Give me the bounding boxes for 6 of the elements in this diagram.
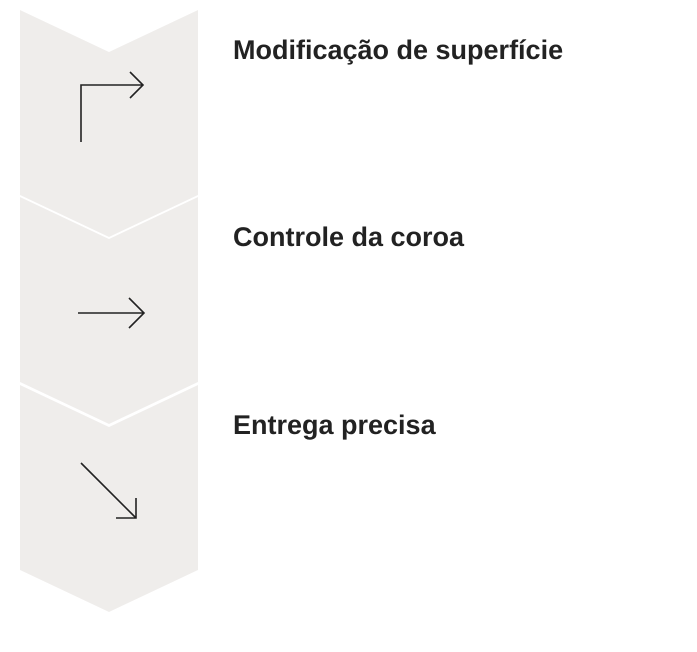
chevron-step	[20, 385, 198, 612]
step-heading: Controle da coroa	[233, 222, 464, 253]
chevron-step	[20, 10, 198, 237]
step-heading: Modificação de superfície	[233, 35, 564, 66]
step-heading: Entrega precisa	[233, 410, 436, 441]
chevron-step	[20, 197, 198, 424]
